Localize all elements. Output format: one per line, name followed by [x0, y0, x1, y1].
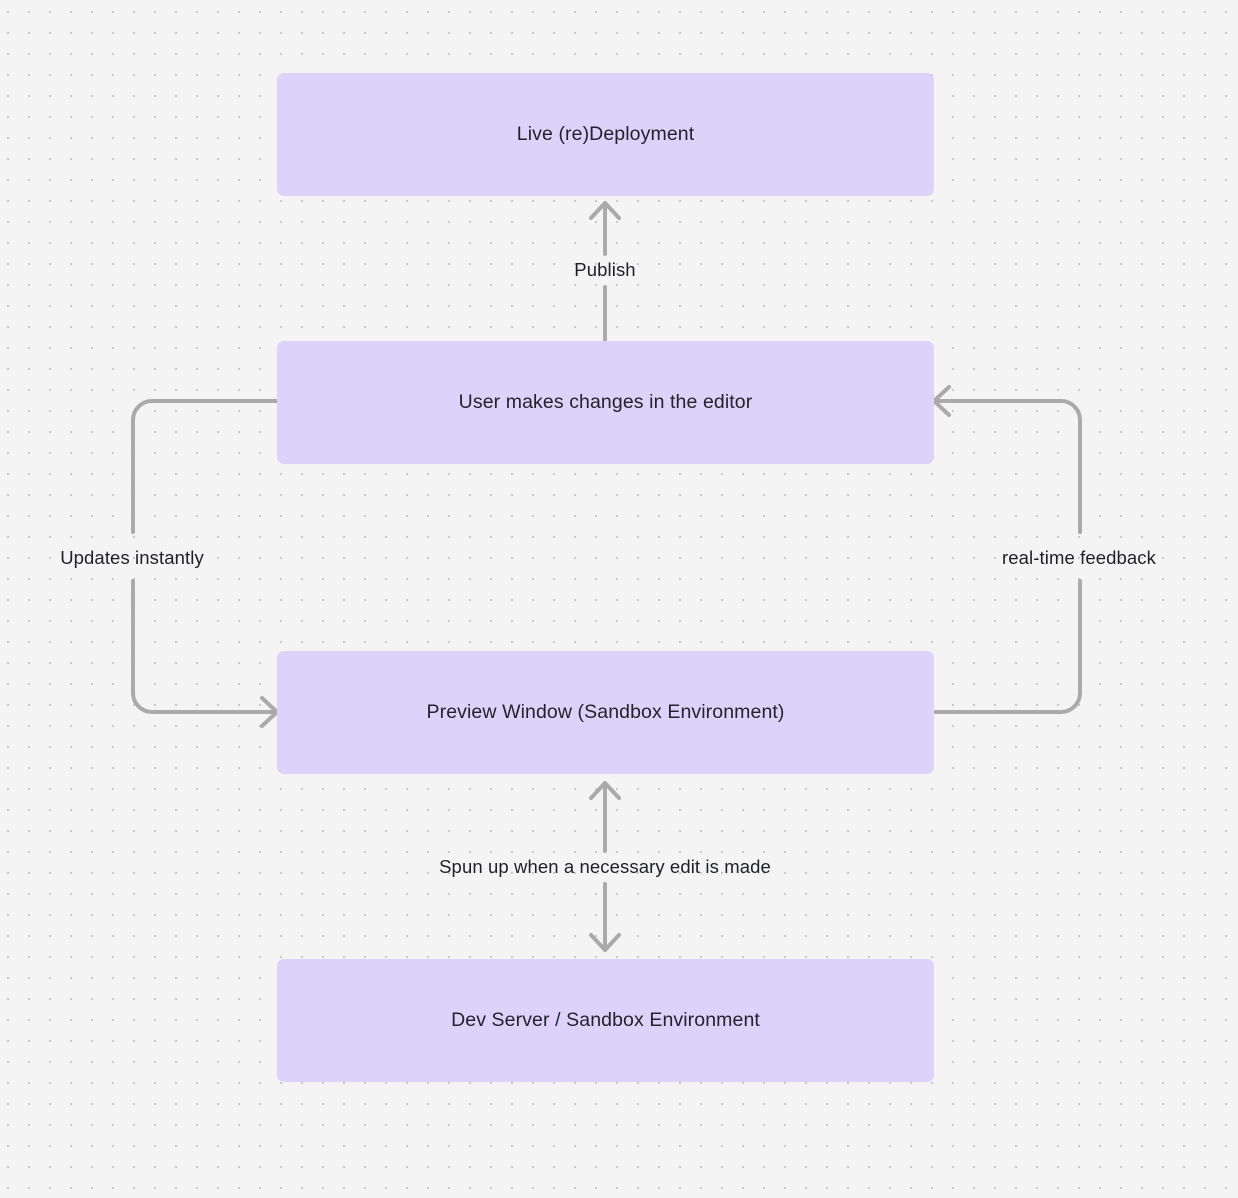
- edge-label-real-time-feedback: real-time feedback: [1002, 546, 1156, 568]
- edge-label-publish: Publish: [574, 258, 636, 280]
- edge-feedback-arrowhead-icon: [932, 385, 951, 417]
- edge-updates-lower-segment: [131, 579, 279, 714]
- node-user-makes-changes-label: User makes changes in the editor: [458, 390, 753, 413]
- edge-publish-arrowhead-icon: [589, 201, 621, 220]
- edge-updates-upper-segment: [131, 399, 279, 534]
- node-live-redeployment-label: Live (re)Deployment: [516, 122, 695, 145]
- node-preview-window-label: Preview Window (Sandbox Environment): [426, 700, 785, 723]
- node-user-makes-changes[interactable]: User makes changes in the editor: [277, 341, 934, 464]
- node-dev-server-label: Dev Server / Sandbox Environment: [451, 1008, 760, 1031]
- node-preview-window[interactable]: Preview Window (Sandbox Environment): [277, 651, 934, 774]
- edge-feedback-lower-segment: [932, 579, 1082, 714]
- edge-spun-up-arrowhead-down-icon: [589, 933, 621, 952]
- edge-label-spun-up: Spun up when a necessary edit is made: [439, 855, 771, 877]
- node-live-redeployment[interactable]: Live (re)Deployment: [277, 73, 934, 196]
- edge-feedback-upper-segment: [932, 399, 1082, 534]
- edge-label-updates-instantly: Updates instantly: [60, 546, 204, 568]
- edge-spun-up-arrowhead-up-icon: [589, 781, 621, 800]
- node-dev-server[interactable]: Dev Server / Sandbox Environment: [277, 959, 934, 1082]
- edge-updates-arrowhead-icon: [260, 696, 279, 728]
